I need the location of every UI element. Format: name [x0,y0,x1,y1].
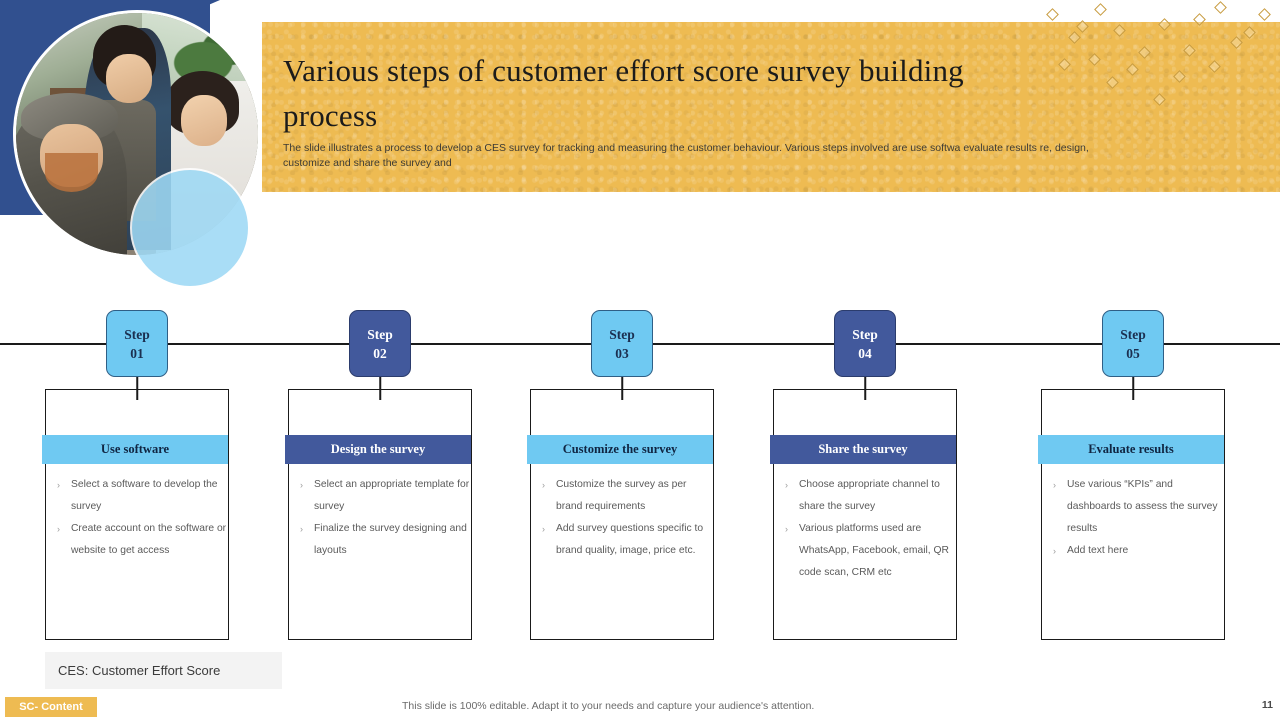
chevron-right-icon: › [785,480,788,490]
step-badge-number: 01 [130,345,144,361]
step-card-title: Use software [42,435,228,464]
step-card-title: Evaluate results [1038,435,1224,464]
step-bullet-list: › Use various “KPIs” and dashboards to as… [1047,474,1223,562]
yellow-title-band [262,22,1280,192]
step-bullet-list: › Choose appropriate channel to share the… [779,474,955,584]
step-connector [136,377,138,400]
list-item: › Finalize the survey designing and layou… [294,518,470,562]
step-badge-label: Step [852,326,878,342]
chevron-right-icon: › [542,480,545,490]
step-connector [1132,377,1134,400]
list-item-text: Use various “KPIs” and dashboards to ass… [1067,479,1218,534]
step-badge-number: 02 [373,345,387,361]
step-bullet-list: › Select a software to develop the survey… [51,474,227,562]
list-item: › Use various “KPIs” and dashboards to as… [1047,474,1223,540]
list-item-text: Finalize the survey designing and layout… [314,523,467,556]
step-badge-04[interactable]: Step 04 [834,310,896,377]
step-bullet-list: › Customize the survey as per brand requi… [536,474,712,562]
chevron-right-icon: › [300,480,303,490]
list-item-text: Choose appropriate channel to share the … [799,479,940,512]
list-item-text: Create account on the software or websit… [71,523,227,556]
list-item: › Add text here [1047,540,1223,562]
step-badge-05[interactable]: Step 05 [1102,310,1164,377]
chevron-right-icon: › [57,524,60,534]
list-item: › Customize the survey as per brand requi… [536,474,712,518]
step-badge-label: Step [1120,326,1146,342]
step-badge-03[interactable]: Step 03 [591,310,653,377]
list-item-text: Add survey questions specific to brand q… [556,523,704,556]
list-item: › Select an appropriate template for surv… [294,474,470,518]
step-card-05[interactable]: Evaluate results › Use various “KPIs” and … [1038,389,1225,640]
diamond-icon [1046,8,1059,21]
step-badge-02[interactable]: Step 02 [349,310,411,377]
chevron-right-icon: › [1053,546,1056,556]
step-badge-number: 04 [858,345,872,361]
list-item-text: Various platforms used are WhatsApp, Fac… [799,523,949,578]
step-card-title: Design the survey [285,435,471,464]
list-item: › Add survey questions specific to brand … [536,518,712,562]
page-number: 11 [1261,699,1273,711]
legend-ces: CES: Customer Effort Score [45,652,282,689]
list-item: › Select a software to develop the survey [51,474,227,518]
page-title: Various steps of customer effort score s… [283,53,964,133]
step-connector [621,377,623,400]
step-card-03[interactable]: Customize the survey › Customize the surve… [527,389,714,640]
step-badge-number: 05 [1126,345,1140,361]
diamond-icon [1094,3,1107,16]
step-card-04[interactable]: Share the survey › Choose appropriate chan… [770,389,957,640]
list-item: › Create account on the software or websi… [51,518,227,562]
blue-overlay-circle [130,168,250,288]
diamond-icon [1214,1,1227,14]
footer-note: This slide is 100% editable. Adapt it to… [402,700,815,712]
step-connector [379,377,381,400]
chevron-right-icon: › [542,524,545,534]
step-bullet-list: › Select an appropriate template for surv… [294,474,470,562]
chevron-right-icon: › [785,524,788,534]
chevron-right-icon: › [1053,480,1056,490]
page-subtitle: The slide illustrates a process to devel… [283,142,1089,169]
step-badge-number: 03 [615,345,629,361]
step-badge-label: Step [609,326,635,342]
list-item-text: Add text here [1067,545,1129,556]
list-item: › Choose appropriate channel to share the… [779,474,955,518]
chevron-right-icon: › [57,480,60,490]
header-region: Various steps of customer effort score s… [0,0,1280,300]
step-badge-label: Step [124,326,150,342]
step-badge-01[interactable]: Step 01 [106,310,168,377]
step-card-02[interactable]: Design the survey › Select an appropriate … [285,389,472,640]
legend-text: CES: Customer Effort Score [58,663,221,678]
step-connector [864,377,866,400]
list-item: › Various platforms used are WhatsApp, Fa… [779,518,955,584]
step-card-title: Customize the survey [527,435,713,464]
sc-content-badge: SC- Content [5,697,97,717]
step-card-title: Share the survey [770,435,956,464]
list-item-text: Select a software to develop the survey [71,479,218,512]
chevron-right-icon: › [300,524,303,534]
list-item-text: Customize the survey as per brand requir… [556,479,687,512]
step-card-01[interactable]: Use software › Select a software to develo… [42,389,229,640]
step-badge-label: Step [367,326,393,342]
list-item-text: Select an appropriate template for surve… [314,479,470,512]
diamond-icon [1258,8,1271,21]
